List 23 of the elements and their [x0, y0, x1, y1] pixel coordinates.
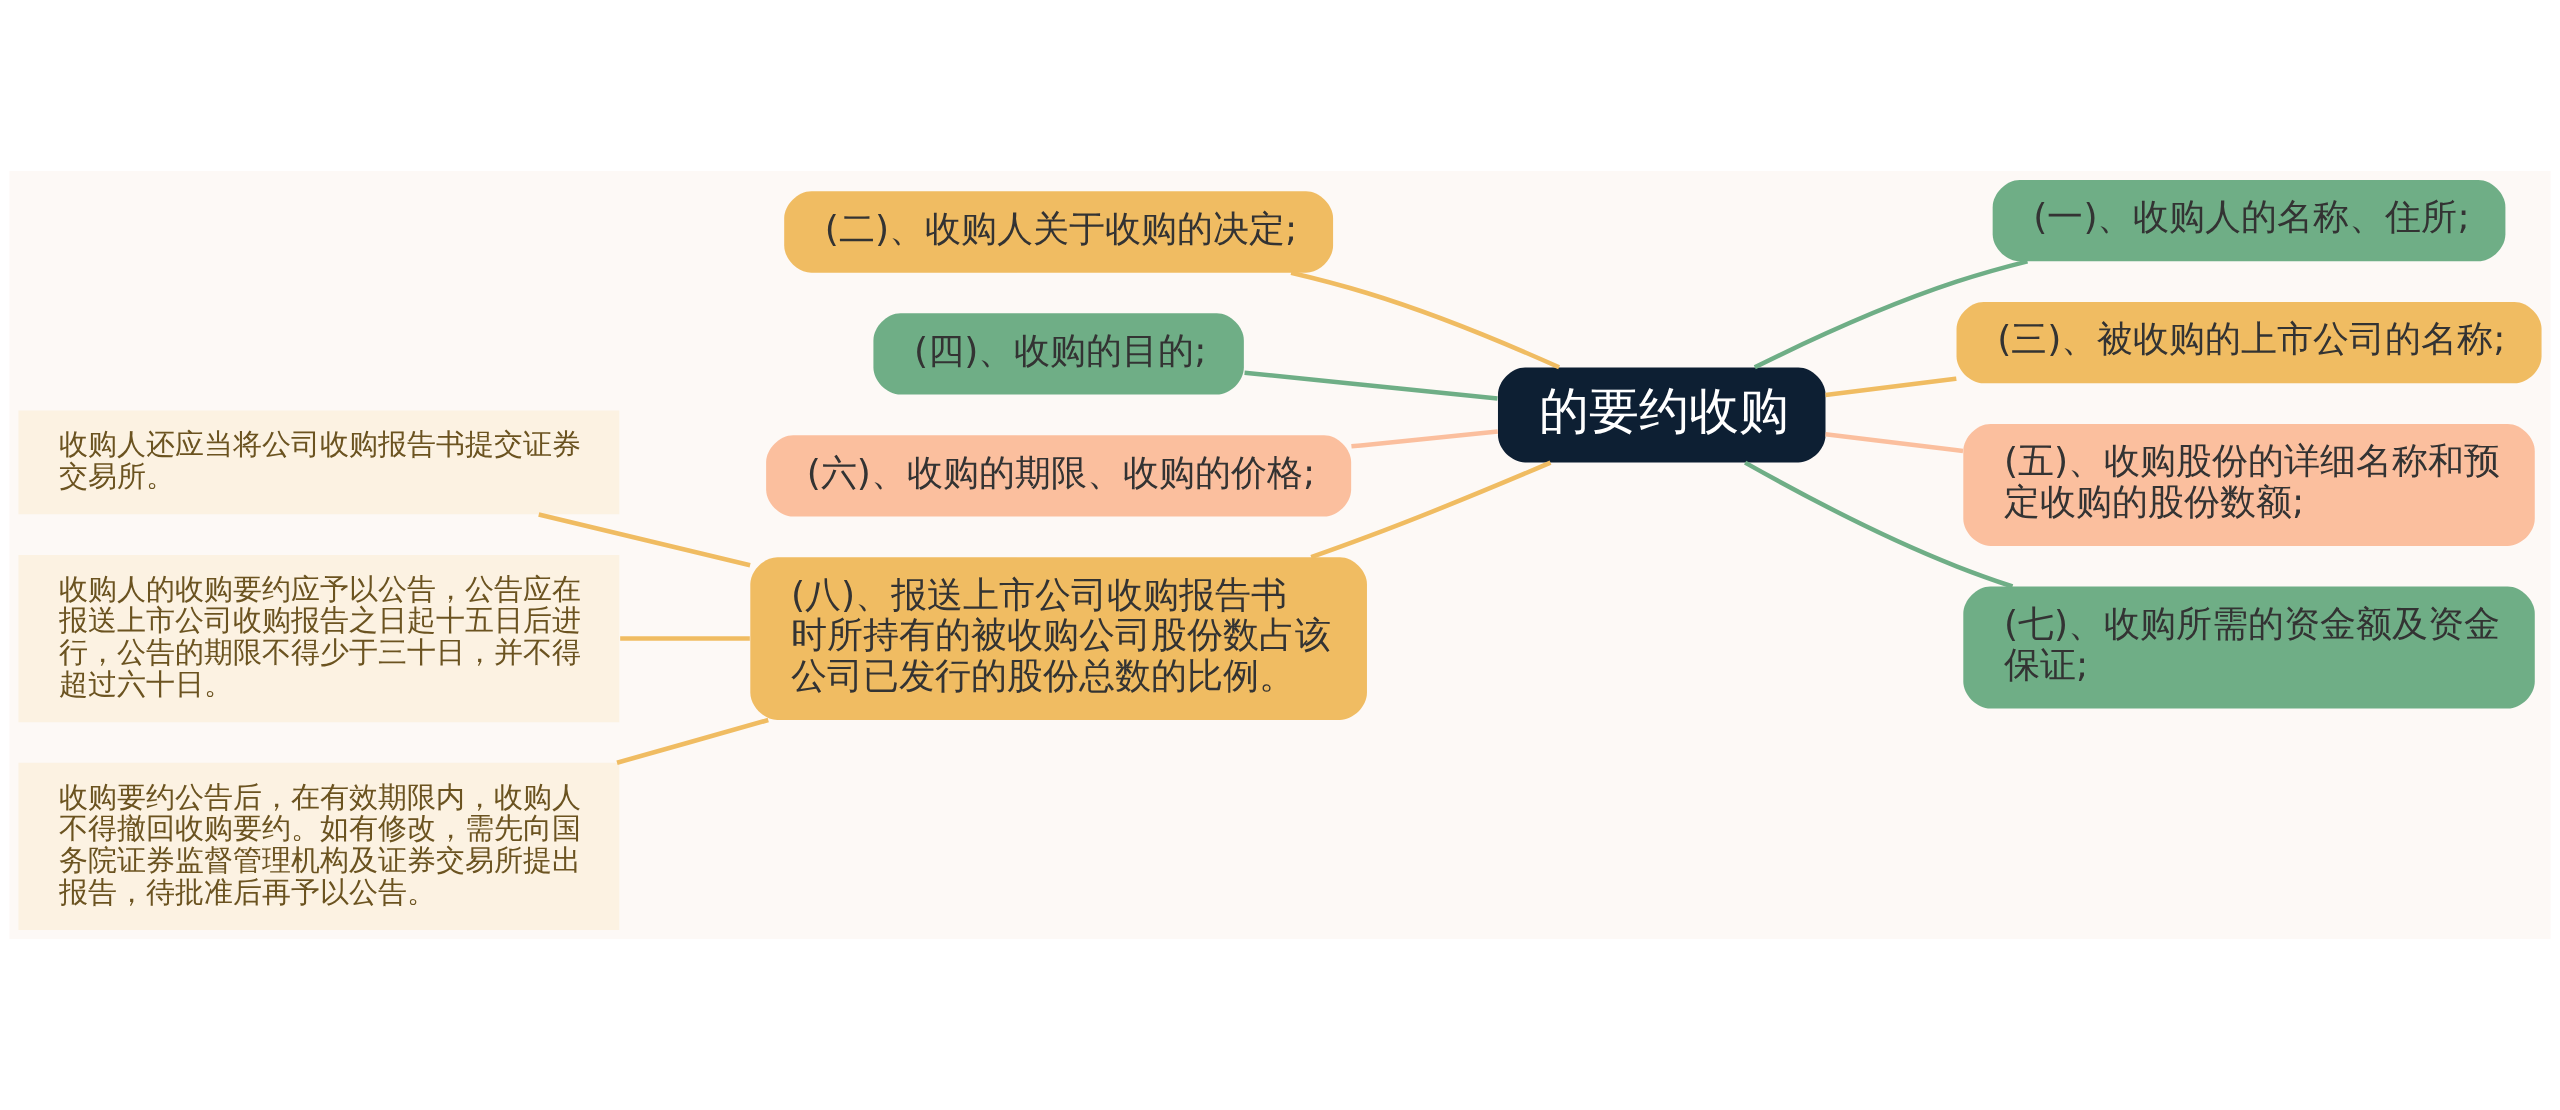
- node-box: (八)、报送上市公司收购报告书时所持有的被收购公司股份数占该公司已发行的股份总数的比例。: [750, 557, 1367, 720]
- connector: [616, 717, 769, 765]
- node-box: (六)、收购的期限、收购的价格;: [766, 435, 1352, 517]
- node-box: 收购人的收购要约应予以公告，公告应在报送上市公司收购报告之日起十五日后进行，公告的期限不得少于三十日，并不得超过六十日。: [18, 555, 620, 723]
- connector: [1244, 370, 1498, 401]
- connector: [1744, 460, 2014, 589]
- node-box: 的要约收购: [1498, 367, 1826, 463]
- node-box: 收购要约公告后，在有效期限内，收购人不得撤回收购要约。如有修改，需先向国务院证券监督管理机构及证券交易所提出报告，待批准后再予以公告。: [18, 762, 620, 930]
- node-box: 收购人还应当将公司收购报告书提交证券交易所。: [18, 410, 620, 515]
- connector: [1310, 460, 1552, 560]
- node-box: (四)、收购的目的;: [873, 313, 1244, 395]
- node-box: (三)、被收购的上市公司的名称;: [1956, 302, 2542, 384]
- node-box: (二)、收购人关于收购的决定;: [784, 191, 1334, 273]
- connector: [1825, 432, 1964, 454]
- connector: [1825, 376, 1957, 398]
- connector: [1351, 429, 1498, 449]
- connector: [1753, 259, 2029, 370]
- connector: [538, 512, 751, 568]
- node-box: (七)、收购所需的资金额及资金保证;: [1963, 586, 2535, 709]
- node-box: (一)、收购人的名称、住所;: [1992, 180, 2506, 262]
- connector: [620, 636, 750, 641]
- connector: [1290, 270, 1560, 370]
- node-box: (五)、收购股份的详细名称和预定收购的股份数额;: [1963, 424, 2535, 546]
